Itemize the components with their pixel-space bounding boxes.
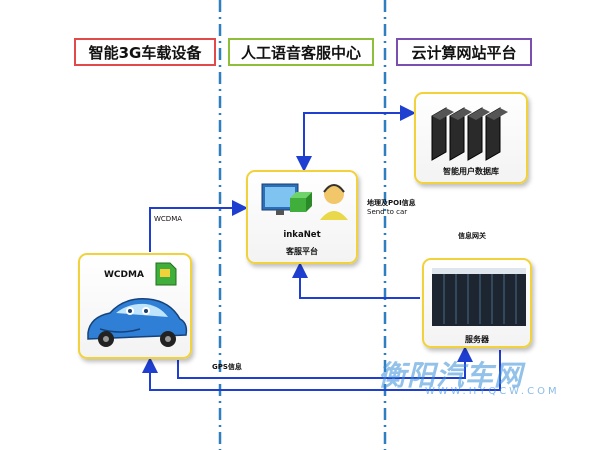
edge-label-send-to-car: Send to car	[367, 208, 408, 216]
service-platform-subtitle: 客服平台	[286, 247, 318, 256]
arrow-server-to-kefu	[292, 262, 420, 299]
header-device: 智能3G车载设备	[74, 38, 216, 66]
node-server[interactable]: 服务器	[422, 258, 532, 348]
node-service-platform[interactable]: inkaNet 客服平台	[246, 170, 358, 264]
header-callcenter: 人工语音客服中心	[228, 38, 374, 66]
arrow-kefu-to-db	[303, 105, 416, 121]
car-node-title: WCDMA	[104, 270, 144, 280]
edge-label-info-gateway: 信息网关	[458, 232, 486, 240]
service-platform-icon	[261, 183, 348, 220]
service-platform-name: inkaNet	[283, 230, 321, 240]
arrow-db-to-kefu	[296, 112, 412, 172]
watermark-url: WWW.HYQCW.COM	[425, 386, 560, 397]
database-server-icon	[431, 107, 508, 161]
server-room-icon	[432, 268, 526, 326]
node-user-database[interactable]: 智能用户数据库	[414, 92, 528, 184]
arrow-server-to-car	[142, 350, 501, 391]
arrow-car-to-server	[177, 346, 473, 379]
watermark-logo: 衡阳汽车网	[378, 359, 524, 392]
edge-label-wcdma: WCDMA	[154, 215, 183, 223]
car-icon	[87, 262, 188, 347]
database-label: 智能用户数据库	[443, 167, 499, 176]
arrow-car-to-kefu	[149, 200, 248, 252]
header-cloud: 云计算网站平台	[396, 38, 532, 66]
edge-label-poi: 地理及POI信息	[367, 199, 416, 207]
edge-label-gps: GPS信息	[212, 363, 242, 371]
node-car-device[interactable]: WCDMA	[78, 253, 192, 359]
server-label: 服务器	[465, 335, 489, 344]
